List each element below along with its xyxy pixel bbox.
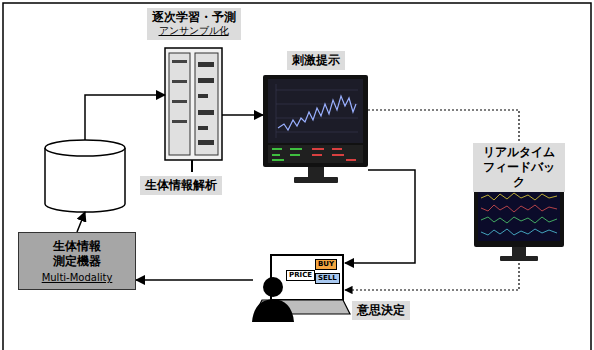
monitor-node: 刺激提示 [263,75,368,185]
node-title: 生体情報解析 [145,178,217,193]
stimulus-monitor [263,75,368,183]
node-subtitle: Multi-Modality [42,272,113,283]
database-cylinder [45,140,125,212]
feedback-line [345,263,519,290]
feedback-line [368,110,519,143]
title-tag: リアルタイム フィードバック [473,143,565,192]
title-tag: 意思決定 [352,301,410,320]
server-node: 逐次学習・予測アンサンブル化 [165,48,222,160]
flow-arrow [136,279,253,281]
node-title: 逐次学習・予測 [152,10,236,25]
node-title: 刺激提示 [292,53,340,68]
node-subtitle: アンサンブル化 [152,25,236,38]
title-tag: 刺激提示 [287,51,345,70]
node-title: リアルタイム フィードバック [478,145,560,190]
device-box: 生体情報 測定機器 Multi-Modality [18,232,136,290]
laptop-user [252,255,350,322]
flow-arrow [85,95,165,140]
flow-arrow [222,114,263,116]
database-node: 生体情報解析 [45,140,125,212]
title-tag: 生体情報解析 [140,176,222,195]
flow-arrow [345,170,415,263]
feedback-node: リアルタイム フィードバック [465,143,573,263]
feedback-monitor [474,185,564,261]
frame [3,3,591,350]
price-field: PRICE [286,270,315,281]
flow-arrow [77,212,85,232]
node-title: 意思決定 [357,303,405,318]
laptop-node: 意思決定PRICEBUYSELL [253,255,345,320]
server-rack [165,48,222,172]
buy-button: BUY [315,259,337,270]
header-box: 逐次学習・予測アンサンブル化 [147,8,241,40]
sell-button: SELL [315,273,340,284]
node-title: 生体情報 測定機器 [51,239,103,269]
